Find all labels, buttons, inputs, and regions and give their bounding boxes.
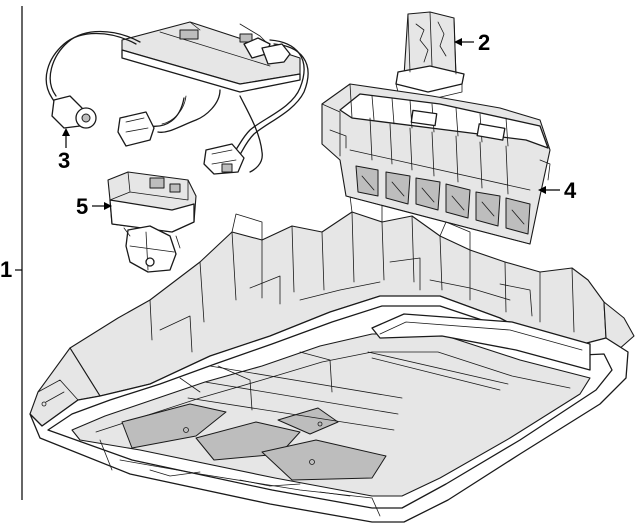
callout-1: 1 xyxy=(0,257,12,282)
callout-4: 4 xyxy=(564,178,577,203)
callout-5: 5 xyxy=(76,194,88,219)
callout-3-arrow xyxy=(62,128,70,136)
bracket-part-2 xyxy=(395,11,465,101)
callout-4-arrow xyxy=(538,186,546,194)
callout-2-arrow xyxy=(454,38,462,46)
switch-panel-part-4 xyxy=(321,83,551,245)
callout-2: 2 xyxy=(478,30,490,55)
callout-5-arrow xyxy=(104,202,112,210)
wiring-harness-part-3 xyxy=(45,21,309,175)
overhead-console-housing xyxy=(29,195,635,523)
callout-3: 3 xyxy=(58,148,70,173)
sensor-bracket-part-5 xyxy=(107,171,197,273)
